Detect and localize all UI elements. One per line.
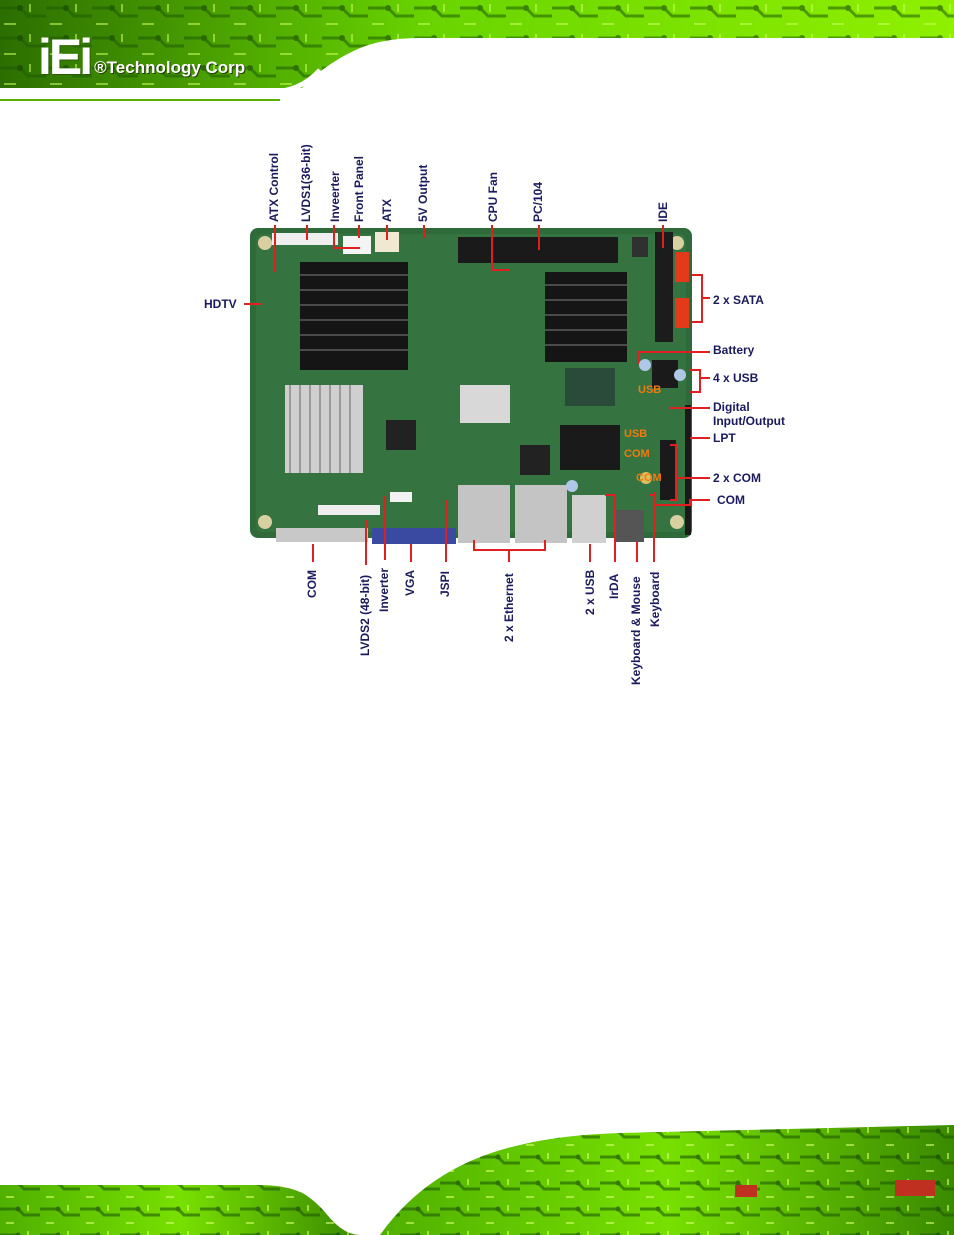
label-lvds2: LVDS2 (48-bit): [359, 575, 372, 656]
silk-com-a: COM: [624, 448, 650, 460]
label-sata: 2 x SATA: [713, 294, 764, 307]
label-keyboard-mouse: Keyboard & Mouse: [630, 576, 643, 685]
label-front-panel: Front Panel: [353, 156, 366, 222]
label-irda: IrDA: [608, 574, 621, 599]
sata-connector: [675, 298, 689, 328]
label-2x-com: 2 x COM: [713, 472, 761, 485]
label-5v-output: 5V Output: [417, 165, 430, 222]
label-2x-usb: 2 x USB: [584, 570, 597, 615]
label-pc104: PC/104: [532, 182, 545, 222]
lpt-header: [685, 405, 691, 535]
label-com-right: COM: [717, 494, 745, 507]
label-keyboard: Keyboard: [649, 572, 662, 627]
label-atx: ATX: [381, 199, 394, 222]
label-lvds1: LVDS1(36-bit): [300, 144, 313, 222]
mount-hole: [670, 515, 684, 529]
ethernet-port-1: [458, 485, 510, 543]
mount-hole: [258, 236, 272, 250]
ide-connector: [655, 232, 673, 342]
label-inverter-bottom: Inverter: [378, 568, 391, 612]
label-hdtv: HDTV: [204, 298, 237, 311]
label-vga: VGA: [404, 570, 417, 596]
silk-usb-b: USB: [624, 428, 647, 440]
mount-hole: [258, 515, 272, 529]
label-jspi: JSPI: [439, 571, 452, 597]
footer-banner: [0, 1125, 954, 1235]
label-digital: Digital: [713, 401, 750, 414]
ps2-port: [616, 510, 644, 542]
io-chip: [560, 425, 620, 470]
lvds1-connector: [272, 233, 338, 245]
label-com-bottom: COM: [306, 570, 319, 598]
lvds2-connector: [318, 505, 380, 515]
cpu-heatsink: [300, 262, 408, 370]
label-4x-usb: 4 x USB: [713, 372, 758, 385]
com-port: [276, 528, 368, 542]
label-atx-control: ATX Control: [268, 153, 281, 222]
silk-usb-a: USB: [638, 384, 661, 396]
label-cpu-fan: CPU Fan: [487, 172, 500, 222]
label-battery: Battery: [713, 344, 754, 357]
front-panel-connector: [343, 236, 371, 254]
sata-connector: [675, 252, 689, 282]
label-inverter-top: Inveerter: [329, 171, 342, 222]
silk-com-b: COM: [636, 472, 662, 484]
label-2x-ethernet: 2 x Ethernet: [503, 573, 516, 642]
label-lpt: LPT: [713, 432, 736, 445]
ethernet-port-2: [515, 485, 567, 543]
label-ide: IDE: [657, 202, 670, 222]
small-heatsink: [460, 385, 510, 423]
silver-heatsink: [285, 385, 363, 473]
label-input-output: Input/Output: [713, 415, 785, 428]
usb-port: [572, 495, 606, 543]
